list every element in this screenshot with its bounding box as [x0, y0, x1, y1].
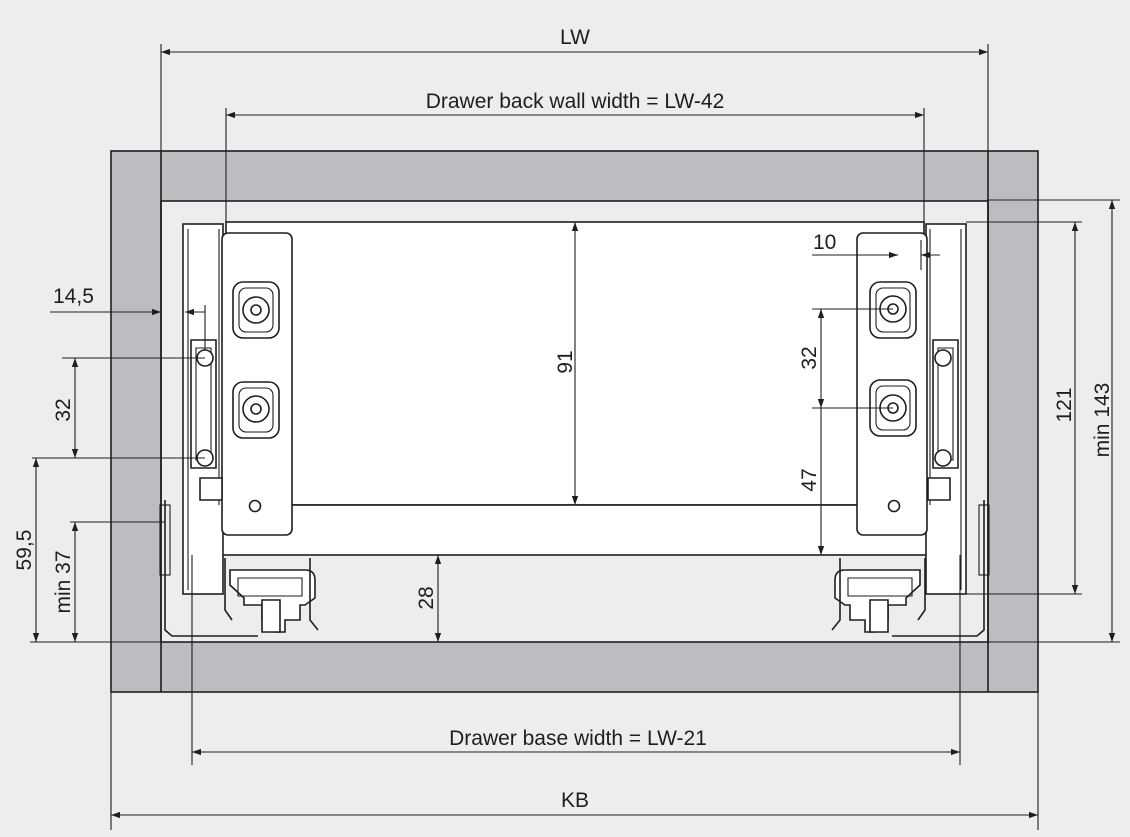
label-32-right: 32	[798, 346, 821, 369]
label-min-143: min 143	[1091, 383, 1114, 458]
label-91: 91	[554, 350, 577, 373]
label-28: 28	[415, 586, 438, 609]
label-base-width: Drawer base width = LW-21	[449, 727, 707, 750]
dimension-lines	[30, 44, 1120, 830]
dimension-labels: LW Drawer back wall width = LW-42 Drawer…	[13, 26, 1114, 812]
label-back-wall-width: Drawer back wall width = LW-42	[426, 90, 725, 113]
drawer-base	[191, 504, 959, 556]
label-59-5: 59,5	[13, 530, 36, 571]
label-10: 10	[813, 231, 836, 254]
label-14-5: 14,5	[53, 285, 94, 308]
right-drawer-side-profile	[831, 223, 990, 637]
label-32-left: 32	[52, 398, 75, 421]
label-min-37: min 37	[52, 550, 75, 613]
left-drawer-side-profile	[159, 223, 319, 637]
label-lw: LW	[560, 26, 590, 49]
label-kb: KB	[561, 789, 589, 812]
label-121: 121	[1053, 387, 1076, 422]
label-47: 47	[798, 468, 821, 491]
